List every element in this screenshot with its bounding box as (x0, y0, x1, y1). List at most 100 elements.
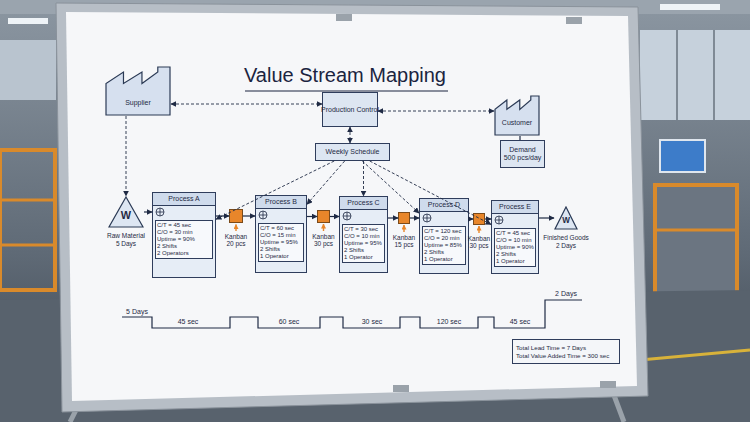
orange-machine (655, 185, 737, 300)
process-box: Process AC/T = 45 secC/O = 30 minUptime … (152, 192, 216, 278)
process-data: 2 Shifts (424, 249, 464, 256)
operator-icon (495, 216, 503, 224)
process-title: Process E (492, 201, 538, 214)
kanban-square: Kanban 30 pcs (473, 213, 485, 225)
timeline-label: 45 sec (178, 318, 199, 326)
operator-area (420, 212, 468, 226)
process-data: C/O = 15 min (260, 232, 302, 239)
information-arrow (307, 161, 345, 204)
kanban-signal (323, 224, 324, 231)
inventory-label: Finished Goods 2 Days (541, 234, 591, 250)
totals-box: Total Lead Time = 7 DaysTotal Value Adde… (512, 339, 620, 364)
process-box: Process C C/T = 30 secC/O = 10 minUptime … (339, 196, 388, 273)
data-box: C/T = 120 secC/O = 20 minUptime = 85%2 S… (422, 226, 466, 265)
process-title: Process C (340, 197, 387, 210)
window-bar (713, 30, 715, 120)
total-text: Total Value Added Time = 300 sec (516, 352, 609, 360)
material-flow-arrow (539, 217, 554, 218)
process-box: Process B C/T = 60 secC/O = 15 minUptime … (255, 195, 307, 273)
process-data: 2 Operators (157, 250, 211, 257)
process-data: 2 Shifts (344, 247, 383, 254)
ceiling-light (8, 18, 48, 24)
timeline-label: 5 Days (126, 308, 148, 316)
operator-icon (259, 211, 267, 219)
kanban-label: Kanban 20 pcs (223, 233, 250, 247)
customer-factory: Customer (494, 95, 540, 136)
orange-rack (0, 244, 55, 247)
control-box: Production Control (322, 92, 378, 127)
process-data: 2 Shifts (157, 243, 211, 250)
data-box: C/T = 45 secC/O = 30 minUptime = 90%2 Sh… (155, 220, 213, 259)
data-box: C/T = 60 secC/O = 15 minUptime = 95%2 Sh… (258, 223, 304, 262)
process-data: Uptime = 85% (424, 242, 464, 249)
inventory-mark: W (554, 216, 578, 226)
process-data: C/T = 45 sec (157, 222, 211, 229)
data-box: C/T = 30 secC/O = 10 minUptime = 95%2 Sh… (342, 224, 385, 263)
diagram-title: Value Stream Mapping (244, 63, 446, 87)
process-box: Process DC/T = 120 secC/O = 20 minUptime… (419, 198, 469, 274)
material-flow-arrow (469, 218, 473, 219)
demand-box: Demand500 pcs/day (500, 140, 545, 168)
floor-marking (640, 350, 750, 360)
inventory-triangle: WFinished Goods 2 Days (554, 206, 578, 230)
process-data: C/O = 10 min (344, 233, 383, 240)
schedule-box: Weekly Schedule (315, 143, 390, 161)
process-data: 2 Shifts (496, 251, 534, 258)
kanban-signal (403, 225, 404, 232)
factory-outline (106, 67, 170, 115)
inventory-triangle: WRaw Material 5 Days (108, 196, 144, 228)
ceiling-light (660, 4, 720, 10)
process-data: 1 Operator (344, 254, 383, 261)
process-data: Uptime = 95% (344, 240, 383, 247)
operator-icon (259, 211, 267, 219)
whiteboard (66, 12, 637, 401)
operator-icon (156, 208, 164, 216)
information-arrow (171, 104, 322, 105)
process-title: Process B (256, 196, 306, 209)
material-flow-arrow (410, 217, 419, 218)
material-flow-arrow (307, 216, 317, 217)
operator-icon (423, 214, 431, 222)
process-data: C/T = 120 sec (424, 228, 464, 235)
board-frame (56, 3, 648, 412)
factory-name: Customer (502, 119, 532, 127)
information-arrow (362, 161, 419, 213)
board-clip (600, 381, 616, 388)
hall-window (0, 40, 56, 100)
kanban-square: Kanban 20 pcs (229, 209, 243, 223)
material-flow-arrow (330, 216, 339, 217)
process-box: Process E C/T = 45 secC/O = 10 minUptime … (491, 200, 539, 274)
box-text: Weekly Schedule (326, 148, 380, 156)
operator-icon (156, 208, 164, 216)
box-text: 500 pcs/day (504, 154, 542, 162)
operator-icon (423, 214, 431, 222)
operator-area (153, 206, 215, 220)
material-flow-arrow (388, 217, 398, 218)
data-box: C/T = 45 secC/O = 10 minUptime = 90%2 Sh… (494, 228, 536, 267)
kanban-signal (235, 225, 236, 232)
process-data: C/T = 60 sec (260, 225, 302, 232)
supplier-factory: Supplier (105, 66, 171, 116)
inventory-label: Raw Material 5 Days (106, 232, 147, 248)
operator-icon (343, 212, 351, 220)
process-data: C/T = 30 sec (344, 226, 383, 233)
title-underline (245, 90, 448, 91)
operator-area (340, 210, 387, 224)
process-data: 1 Operator (260, 253, 302, 260)
board-clip (336, 14, 352, 21)
operator-area (492, 214, 538, 228)
factory-outline (495, 96, 539, 135)
orange-machine (655, 229, 737, 232)
timeline-label: 120 sec (437, 318, 462, 326)
total-text: Total Lead Time = 7 Days (516, 344, 586, 352)
timeline-label: 60 sec (279, 318, 300, 326)
timeline-label: 2 Days (555, 290, 577, 298)
orange-rack (0, 150, 55, 290)
kanban-square: Kanban 15 pcs (398, 212, 410, 224)
window-bar (676, 30, 678, 120)
kanban-signal (478, 226, 479, 233)
information-arrow (378, 111, 494, 112)
factory-icon (494, 95, 540, 136)
material-flow-arrow (485, 218, 491, 219)
